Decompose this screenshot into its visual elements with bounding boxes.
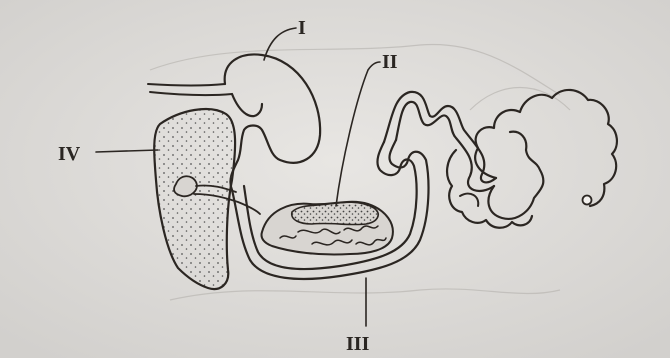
label-iv: IV [58, 143, 81, 165]
label-ii: II [382, 51, 398, 73]
label-i: I [298, 17, 306, 39]
label-iii: III [346, 333, 370, 355]
anus-end [583, 196, 592, 205]
